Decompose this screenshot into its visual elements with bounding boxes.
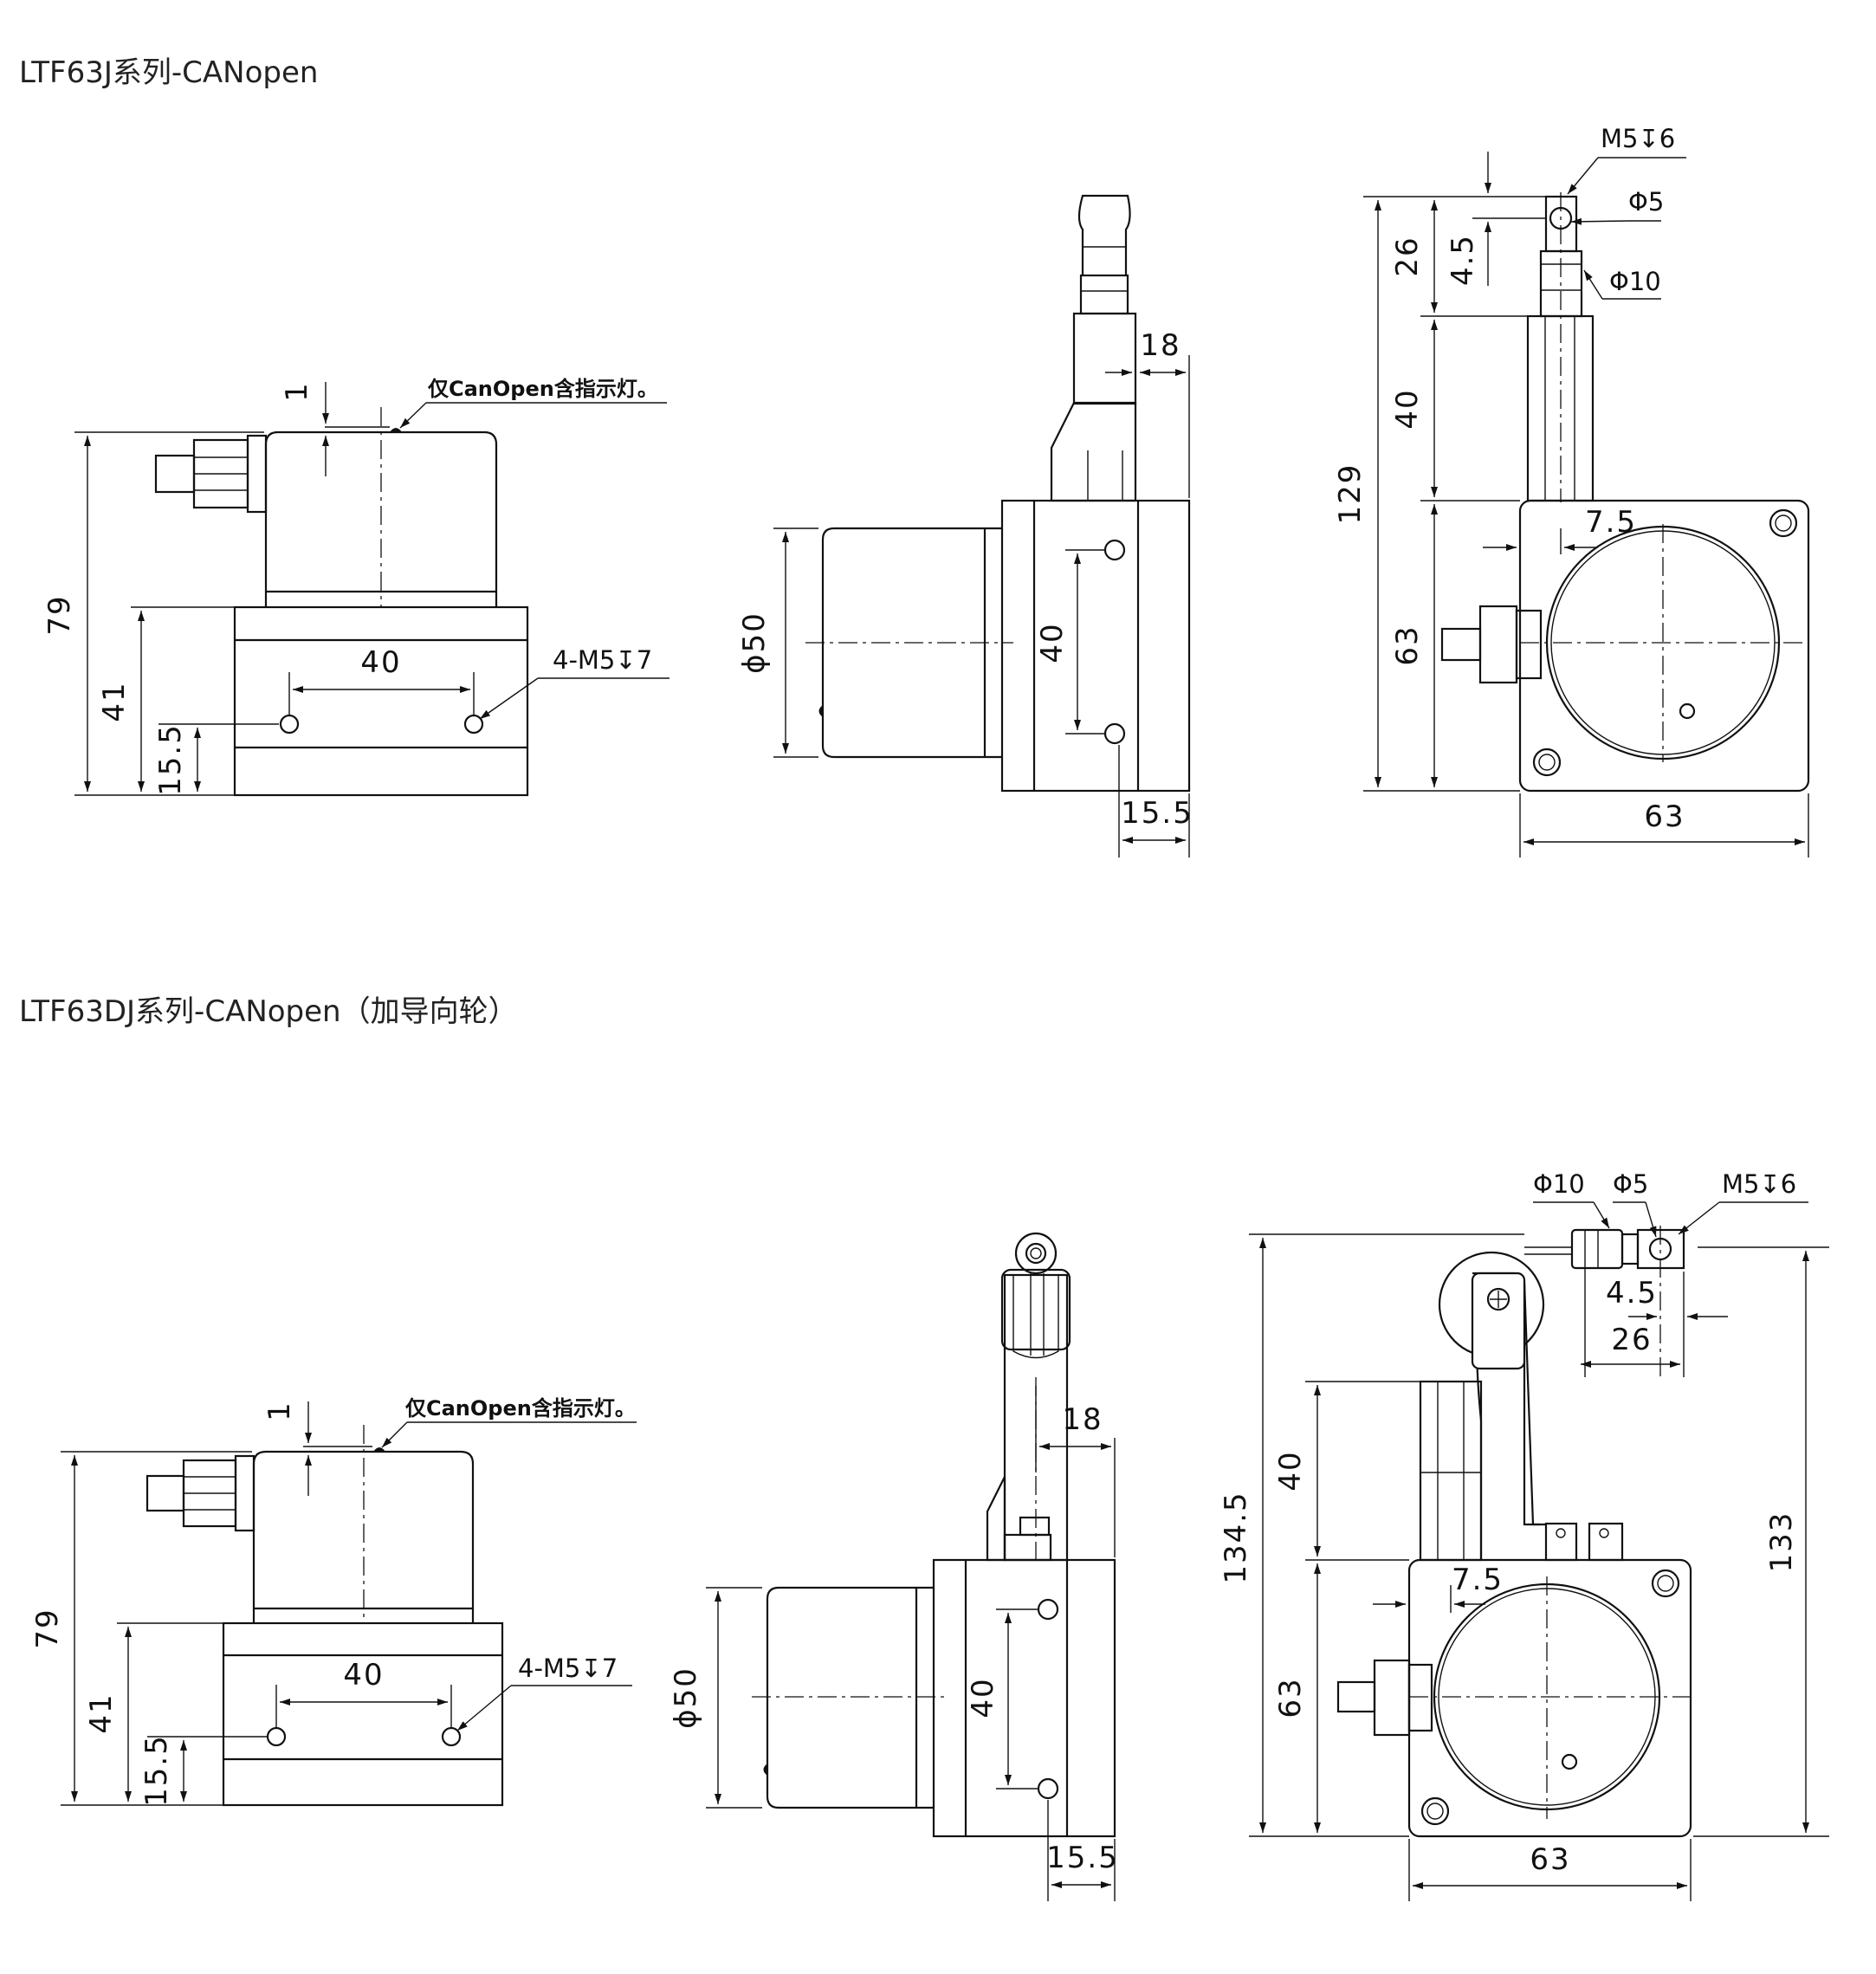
svg-text:M5↧6: M5↧6 bbox=[1722, 1169, 1796, 1199]
v1-top-dim-63-w: 63 bbox=[1644, 799, 1685, 834]
v2-front-dim-40: 40 bbox=[966, 1677, 1000, 1718]
v2-led-indicator-icon bbox=[373, 1447, 385, 1452]
v1-top-view: 129 26 40 63 4.5 M5↧6 Φ5 Φ10 7.5 6 bbox=[1333, 124, 1810, 858]
series-title-ltf63dj: LTF63DJ系列-CANopen（加导向轮） bbox=[19, 994, 518, 1029]
v1-front-dim-40: 40 bbox=[1035, 622, 1070, 663]
v2-top-plate bbox=[1407, 1558, 1692, 1838]
v1-top-dim-129: 129 bbox=[1333, 463, 1368, 525]
v2-dim-41: 41 bbox=[84, 1692, 119, 1733]
v1-top-rod-dia: Φ10 bbox=[1609, 267, 1661, 296]
v1-front-dim-18: 18 bbox=[1140, 328, 1181, 363]
v1-holes-depth: 7 bbox=[637, 645, 652, 675]
v1-side-connector-pin bbox=[154, 454, 196, 494]
v1-side-view: 79 41 15.5 40 1 仅CanOpen含指示灯。 4-M5↧7 bbox=[42, 377, 670, 797]
v2-front-view: ϕ50 40 18 15.5 bbox=[669, 1232, 1119, 1901]
v2-top-depth-symbol-icon: ↧ bbox=[1759, 1169, 1780, 1199]
v1-top-eye-thread: M5 bbox=[1601, 124, 1638, 153]
v2-holes-depth: 7 bbox=[602, 1654, 618, 1683]
v1-dim-15-5: 15.5 bbox=[153, 723, 188, 796]
v1-holes-label: 4-M5 bbox=[553, 645, 615, 675]
v2-dim-15-5: 15.5 bbox=[139, 1734, 174, 1807]
v2-front-hole-top bbox=[1037, 1598, 1059, 1621]
v2-top-wire-guide bbox=[1419, 1380, 1483, 1562]
v1-top-hole-tr bbox=[1769, 508, 1798, 538]
svg-text:4-M5↧7: 4-M5↧7 bbox=[518, 1654, 618, 1683]
v1-dim-1: 1 bbox=[280, 381, 314, 402]
v1-front-dim-diameter: ϕ50 bbox=[737, 612, 772, 674]
v1-front-view: ϕ50 40 18 15.5 bbox=[737, 194, 1194, 858]
v1-top-small-hole bbox=[1679, 702, 1696, 720]
v2-dim-40: 40 bbox=[343, 1658, 384, 1692]
v1-led-indicator-icon bbox=[390, 428, 402, 432]
v1-top-eye-thread-depth: 6 bbox=[1659, 124, 1675, 153]
v2-front-hole-bottom bbox=[1037, 1777, 1059, 1800]
v2-top-dim-63-h: 63 bbox=[1273, 1677, 1308, 1718]
v2-side-view: 79 41 15.5 40 1 仅CanOpen含指示灯。 4-M5↧7 bbox=[30, 1396, 637, 1807]
v1-front-eyelet bbox=[1077, 194, 1131, 275]
v1-top-dim-7-5: 7.5 bbox=[1585, 505, 1637, 540]
v2-front-dim-15-5: 15.5 bbox=[1046, 1841, 1119, 1875]
v2-dim-1: 1 bbox=[262, 1401, 297, 1421]
v1-top-dim-4-5: 4.5 bbox=[1446, 234, 1480, 286]
v2-depth-symbol-icon: ↧ bbox=[580, 1654, 601, 1683]
v2-front-drum bbox=[766, 1586, 934, 1809]
v1-top-hole-bl bbox=[1532, 748, 1562, 777]
v1-top-depth-symbol-icon: ↧ bbox=[1638, 124, 1659, 153]
v1-front-dim-15-5: 15.5 bbox=[1121, 796, 1194, 831]
v2-side-base-block bbox=[222, 1621, 504, 1807]
v2-holes-label: 4-M5 bbox=[518, 1654, 580, 1683]
v2-front-dim-diameter: ϕ50 bbox=[669, 1667, 703, 1729]
v1-top-dim-40: 40 bbox=[1390, 388, 1425, 429]
v1-front-housing bbox=[1000, 499, 1191, 793]
v2-top-dim-63-w: 63 bbox=[1530, 1842, 1570, 1877]
v1-front-hole-bottom bbox=[1103, 722, 1126, 745]
v2-top-dim-40: 40 bbox=[1273, 1450, 1308, 1491]
v2-top-hole-tr bbox=[1651, 1569, 1680, 1598]
v2-front-eye bbox=[1014, 1232, 1058, 1275]
v1-dim-79: 79 bbox=[42, 594, 77, 635]
v2-dim-79: 79 bbox=[30, 1608, 65, 1648]
v1-front-hole-top bbox=[1103, 539, 1126, 561]
v2-front-roller bbox=[1000, 1268, 1071, 1351]
svg-text:4-M5↧7: 4-M5↧7 bbox=[553, 645, 652, 675]
v2-top-eye-thread-depth: 6 bbox=[1781, 1169, 1796, 1199]
v2-led-note: 仅CanOpen含指示灯。 bbox=[405, 1396, 636, 1421]
v2-top-dim-26: 26 bbox=[1611, 1323, 1652, 1357]
series-title-ltf63j: LTF63J系列-CANopen bbox=[19, 55, 319, 90]
v1-top-eye-hole-dia: Φ5 bbox=[1628, 187, 1664, 217]
v2-top-hole-bl bbox=[1420, 1796, 1450, 1826]
v1-dim-40: 40 bbox=[360, 645, 401, 680]
v2-top-dim-7-5: 7.5 bbox=[1452, 1563, 1504, 1597]
v2-front-dim-18: 18 bbox=[1062, 1402, 1103, 1437]
v1-side-hole-left bbox=[279, 714, 300, 735]
v2-top-dim-4-5: 4.5 bbox=[1606, 1276, 1658, 1311]
v1-depth-symbol-icon: ↧ bbox=[615, 645, 636, 675]
v1-top-dim-26: 26 bbox=[1390, 236, 1425, 276]
v2-top-small-hole bbox=[1561, 1753, 1578, 1770]
v2-side-hole-left bbox=[266, 1726, 287, 1747]
v2-top-dim-133: 133 bbox=[1764, 1511, 1799, 1573]
v1-top-dim-63-h: 63 bbox=[1390, 625, 1425, 665]
v2-top-dim-134-5: 134.5 bbox=[1219, 1491, 1253, 1583]
v1-top-plate bbox=[1518, 499, 1810, 793]
v2-top-view: 134.5 133 40 63 4.5 26 Φ10 Φ5 M5↧6 bbox=[1219, 1169, 1829, 1901]
v1-side-base-block bbox=[233, 605, 529, 797]
v2-top-rod-dia: Φ10 bbox=[1533, 1169, 1585, 1199]
v1-dim-41: 41 bbox=[97, 681, 132, 722]
v1-led-note: 仅CanOpen含指示灯。 bbox=[428, 377, 658, 401]
v2-front-housing bbox=[932, 1558, 1116, 1838]
svg-text:M5↧6: M5↧6 bbox=[1601, 124, 1675, 153]
v2-top-eye-thread: M5 bbox=[1722, 1169, 1759, 1199]
v1-side-hole-right bbox=[463, 714, 484, 735]
v2-top-eye-hole-dia: Φ5 bbox=[1613, 1169, 1648, 1199]
